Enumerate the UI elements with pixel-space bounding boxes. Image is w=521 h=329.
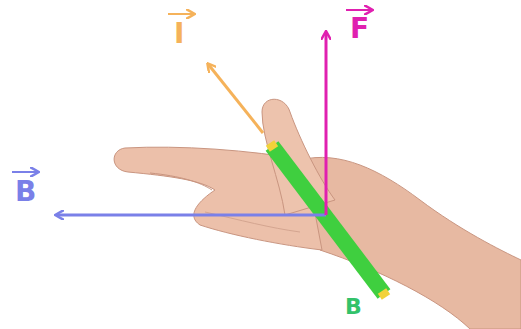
field-label: B	[15, 178, 36, 206]
rod-label: B	[345, 296, 362, 318]
force-label: F	[350, 15, 369, 43]
current-label: I	[174, 20, 184, 48]
